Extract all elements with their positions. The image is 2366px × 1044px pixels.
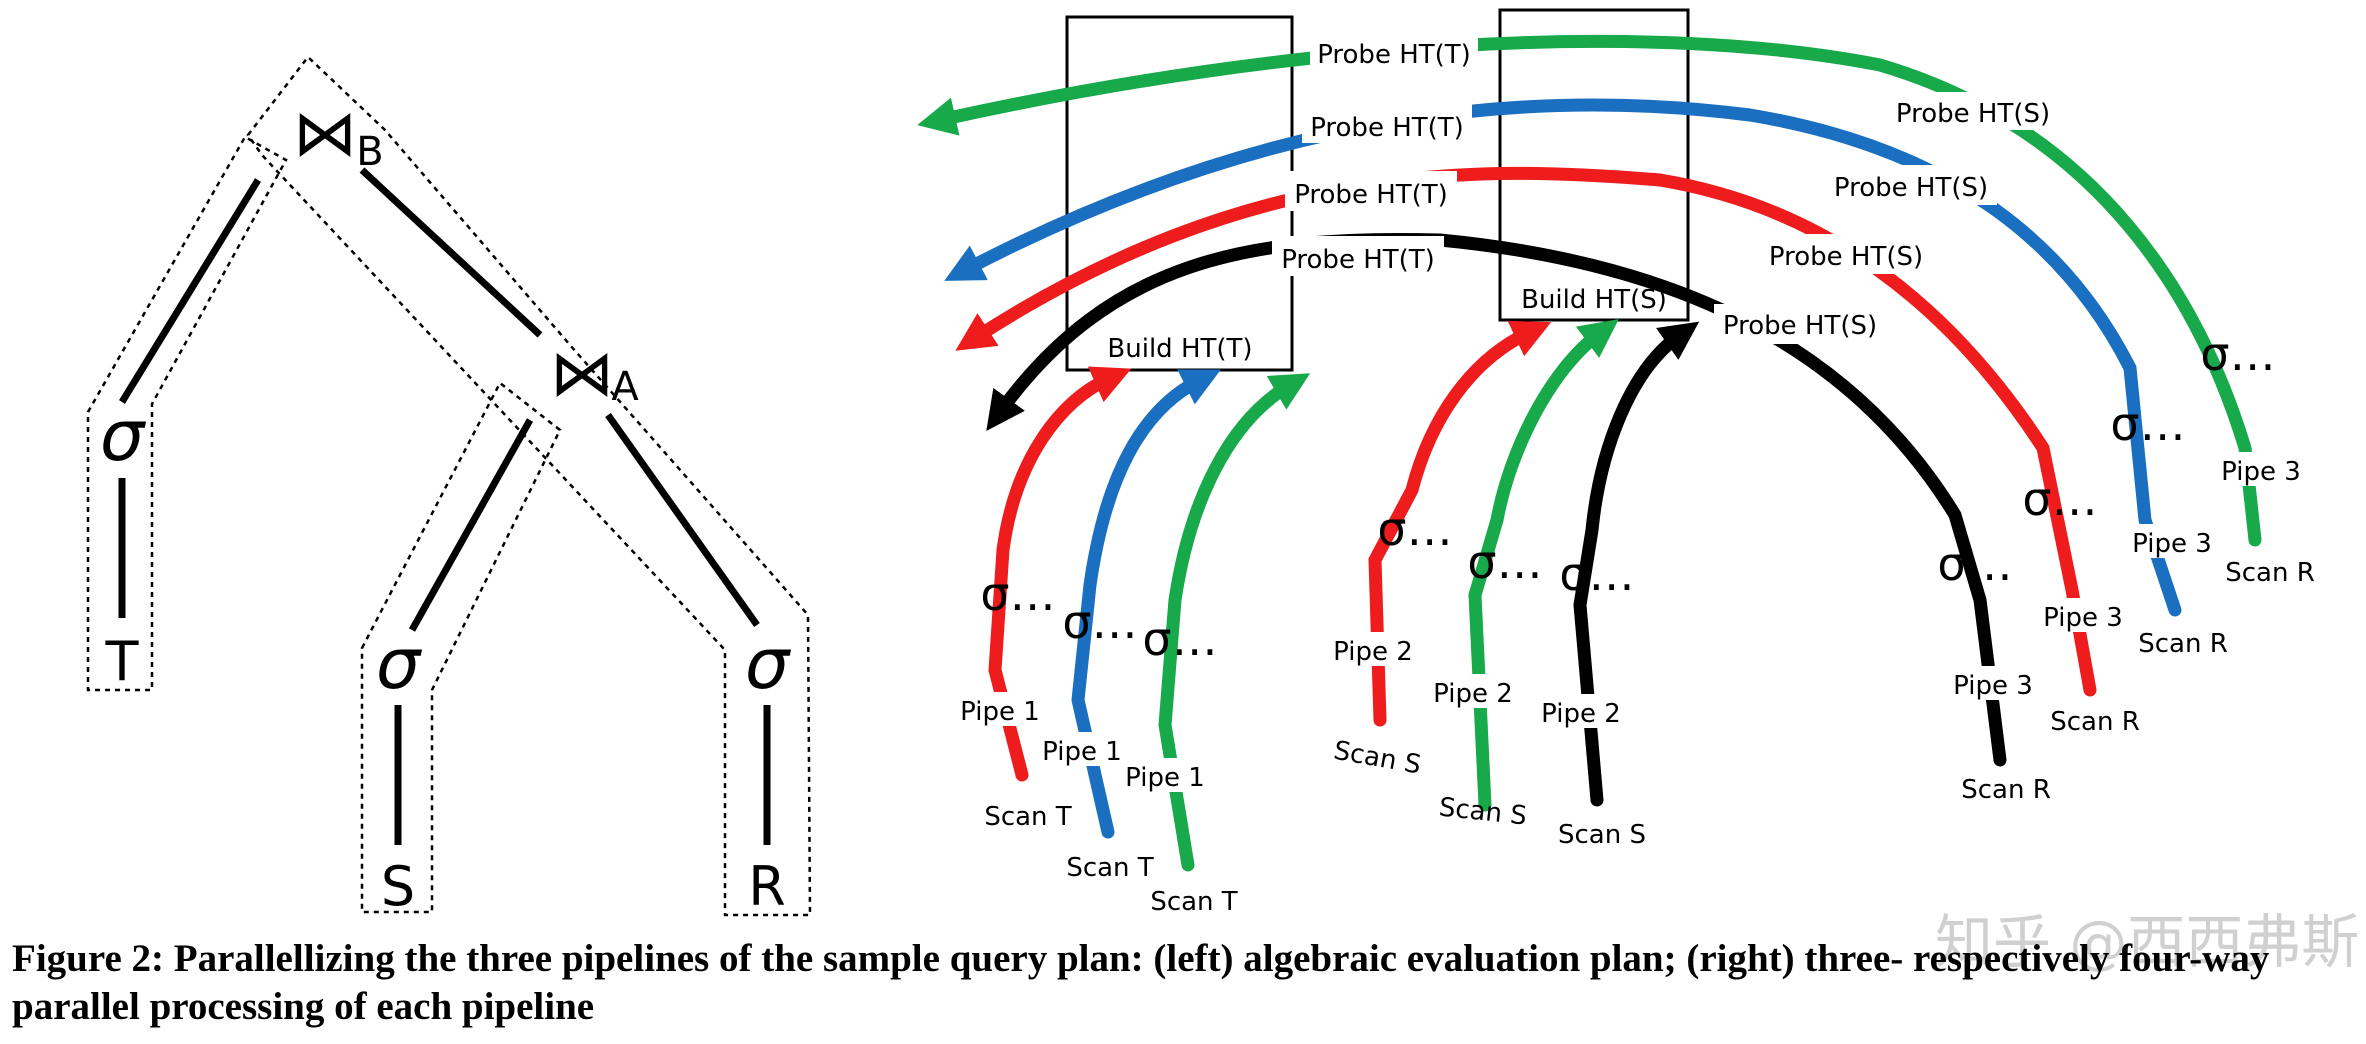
scan-s-label-green: Scan S xyxy=(1438,793,1529,832)
probe-ht-s-label-red: Probe HT(S) xyxy=(1769,242,1923,272)
parallel-plan: Build HT(T) Build HT(S) Probe HT(T) Prob… xyxy=(917,8,2315,917)
scan-r-label-red: Scan R xyxy=(2050,707,2140,737)
pipe2-label-green: Pipe 2 xyxy=(1433,679,1513,709)
probe-ht-t-label-black: Probe HT(T) xyxy=(1281,245,1435,275)
probe-ht-s-label-blue: Probe HT(S) xyxy=(1834,173,1988,203)
scan-s-label-black: Scan S xyxy=(1558,820,1646,850)
pipe1-red-arrow xyxy=(988,366,1132,782)
scan-s-label-red: Scan S xyxy=(1331,736,1423,781)
scan-t-label-red: Scan T xyxy=(984,802,1071,832)
figure-caption: Figure 2: Parallellizing the three pipel… xyxy=(12,937,2270,1028)
edge-join-b-to-join-a xyxy=(359,167,543,338)
edge-join-a-to-sigma-r xyxy=(605,412,760,628)
probe-ht-t-label-red: Probe HT(T) xyxy=(1294,180,1448,210)
join-a-symbol: ⋈ xyxy=(550,337,614,411)
build-box-s xyxy=(1498,8,1690,322)
selection-pipe3-green: σ… xyxy=(2200,327,2275,381)
pipe3-label-red: Pipe 3 xyxy=(2043,603,2123,633)
probe-arc-blue xyxy=(944,98,2182,617)
selection-pipe1-green: σ… xyxy=(1142,612,1217,666)
pipe3-label-blue: Pipe 3 xyxy=(2132,529,2212,559)
relation-t: T xyxy=(105,630,140,693)
scan-t-label-green: Scan T xyxy=(1150,887,1237,917)
join-a-subscript: A xyxy=(611,364,639,410)
probe-ht-t-label-blue: Probe HT(T) xyxy=(1310,113,1464,143)
pipe2-black-arrow xyxy=(1573,321,1700,807)
build-ht-s-label: Build HT(S) xyxy=(1521,285,1667,315)
scan-r-label-black: Scan R xyxy=(1961,775,2051,805)
pipe1-blue-arrow xyxy=(1071,369,1221,839)
pipe1-green-arrow xyxy=(1158,373,1311,872)
build-ht-t-label: Build HT(T) xyxy=(1107,334,1252,364)
edge-join-b-to-sigma-t xyxy=(119,178,261,404)
pipe2-red-arrow xyxy=(1368,320,1552,727)
pipe2-label-red: Pipe 2 xyxy=(1333,637,1413,667)
selection-pipe2-green: σ… xyxy=(1467,535,1542,589)
watermark: 知乎 @西西弗斯 xyxy=(1935,908,2360,976)
pipeline-outline-t xyxy=(86,135,288,692)
probe-arc-red xyxy=(955,166,2097,697)
pipe3-label-black: Pipe 3 xyxy=(1953,671,2033,701)
selection-s: σ xyxy=(376,623,423,705)
pipe3-label-green: Pipe 3 xyxy=(2221,457,2301,487)
scan-r-label-green: Scan R xyxy=(2225,558,2315,588)
edge-join-a-to-sigma-s xyxy=(408,418,534,632)
selection-pipe3-red: σ… xyxy=(2022,472,2097,526)
probe-ht-s-label-black: Probe HT(S) xyxy=(1723,311,1877,341)
pipe2-green-arrow xyxy=(1468,319,1619,812)
scan-r-label-blue: Scan R xyxy=(2138,629,2228,659)
pipe1-label-green: Pipe 1 xyxy=(1125,763,1205,793)
pipe2-label-black: Pipe 2 xyxy=(1541,699,1621,729)
join-b-symbol: ⋈ xyxy=(293,97,357,171)
join-b-subscript: B xyxy=(356,129,383,175)
selection-pipe3-black: σ… xyxy=(1937,537,2012,591)
probe-arc-black xyxy=(986,232,2007,767)
selection-pipe2-red: σ… xyxy=(1377,502,1452,556)
pipeline-outline-r xyxy=(246,55,812,917)
selection-r: σ xyxy=(745,623,792,705)
probe-ht-t-label-green: Probe HT(T) xyxy=(1317,40,1471,70)
scan-t-label-blue: Scan T xyxy=(1066,853,1153,883)
pipe1-label-blue: Pipe 1 xyxy=(1042,737,1122,767)
selection-pipe1-blue: σ… xyxy=(1062,595,1137,649)
probe-arc-green xyxy=(917,34,2262,547)
pipe1-label-red: Pipe 1 xyxy=(960,697,1040,727)
probe-ht-s-label-green: Probe HT(S) xyxy=(1896,99,2050,129)
pipeline-outline-s xyxy=(360,381,562,914)
algebraic-plan: ⋈ B ⋈ A σ σ σ T S R xyxy=(86,55,812,918)
selection-pipe1-red: σ… xyxy=(980,567,1055,621)
relation-s: S xyxy=(381,855,415,918)
selection-t: σ xyxy=(100,395,147,477)
relation-r: R xyxy=(748,855,786,918)
selection-pipe3-blue: σ… xyxy=(2110,397,2185,451)
selection-pipe2-black: σ… xyxy=(1559,547,1634,601)
